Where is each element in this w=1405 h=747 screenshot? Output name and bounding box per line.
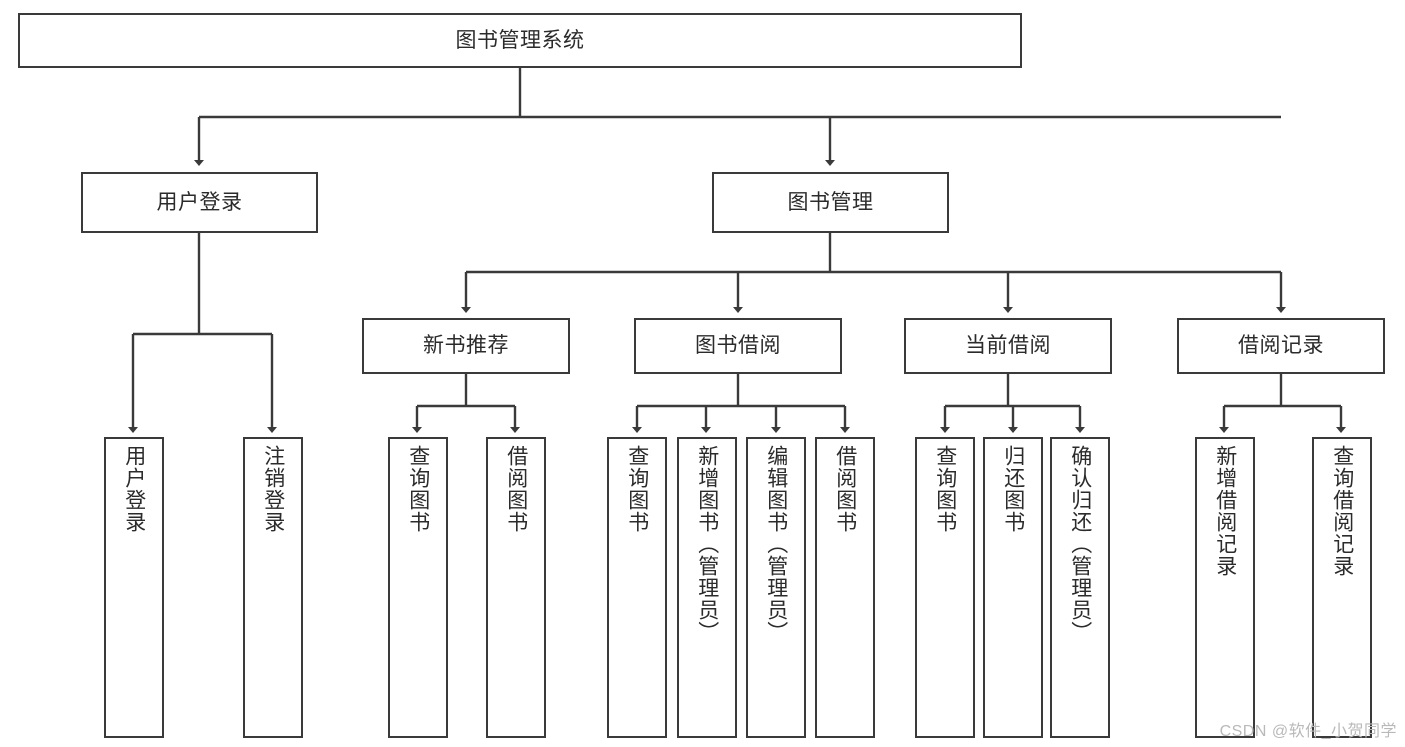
leaf-current-borrow-3[interactable]: 确认归还（管理员）	[1050, 437, 1110, 738]
node-book-borrow-label: 图书借阅	[695, 334, 781, 358]
node-borrow-record-label: 借阅记录	[1238, 334, 1324, 358]
watermark: CSDN @软件_小贺同学	[1219, 723, 1397, 740]
node-user-login-label: 用户登录	[156, 190, 243, 214]
leaf-book-borrow-2[interactable]: 新增图书（管理员）	[677, 437, 737, 738]
leaf-new-book-1-label: 查询图书	[406, 445, 430, 533]
leaf-user-login-2[interactable]: 注销登录	[243, 437, 303, 738]
node-borrow-record[interactable]: 借阅记录	[1177, 318, 1385, 374]
leaf-user-login-1[interactable]: 用户登录	[104, 437, 164, 738]
node-book-manage-label: 图书管理	[787, 190, 874, 214]
leaf-book-borrow-4[interactable]: 借阅图书	[815, 437, 875, 738]
leaf-new-book-1[interactable]: 查询图书	[388, 437, 448, 738]
leaf-book-borrow-2-label: 新增图书（管理员）	[695, 445, 719, 643]
leaf-book-borrow-3-label: 编辑图书（管理员）	[764, 445, 788, 643]
node-root-label: 图书管理系统	[455, 28, 585, 52]
node-user-login[interactable]: 用户登录	[81, 172, 318, 233]
node-new-book-recommend[interactable]: 新书推荐	[362, 318, 570, 374]
leaf-new-book-2-label: 借阅图书	[504, 445, 528, 533]
leaf-current-borrow-1-label: 查询图书	[933, 445, 957, 533]
node-current-borrow[interactable]: 当前借阅	[904, 318, 1112, 374]
leaf-book-borrow-1-label: 查询图书	[625, 445, 649, 533]
node-book-borrow[interactable]: 图书借阅	[634, 318, 842, 374]
leaf-user-login-2-label: 注销登录	[261, 445, 285, 533]
leaf-borrow-record-1[interactable]: 新增借阅记录	[1195, 437, 1255, 738]
leaf-borrow-record-2-label: 查询借阅记录	[1330, 445, 1354, 577]
leaf-borrow-record-2[interactable]: 查询借阅记录	[1312, 437, 1372, 738]
leaf-book-borrow-1[interactable]: 查询图书	[607, 437, 667, 738]
leaf-book-borrow-3[interactable]: 编辑图书（管理员）	[746, 437, 806, 738]
leaf-new-book-2[interactable]: 借阅图书	[486, 437, 546, 738]
node-new-book-recommend-label: 新书推荐	[423, 334, 509, 358]
node-current-borrow-label: 当前借阅	[965, 334, 1051, 358]
leaf-current-borrow-2-label: 归还图书	[1001, 445, 1025, 533]
node-book-manage[interactable]: 图书管理	[712, 172, 949, 233]
leaf-current-borrow-2[interactable]: 归还图书	[983, 437, 1043, 738]
leaf-current-borrow-3-label: 确认归还（管理员）	[1068, 445, 1092, 643]
leaf-user-login-1-label: 用户登录	[122, 445, 146, 533]
leaf-current-borrow-1[interactable]: 查询图书	[915, 437, 975, 738]
node-root[interactable]: 图书管理系统	[18, 13, 1022, 68]
leaf-borrow-record-1-label: 新增借阅记录	[1213, 445, 1237, 577]
leaf-book-borrow-4-label: 借阅图书	[833, 445, 857, 533]
